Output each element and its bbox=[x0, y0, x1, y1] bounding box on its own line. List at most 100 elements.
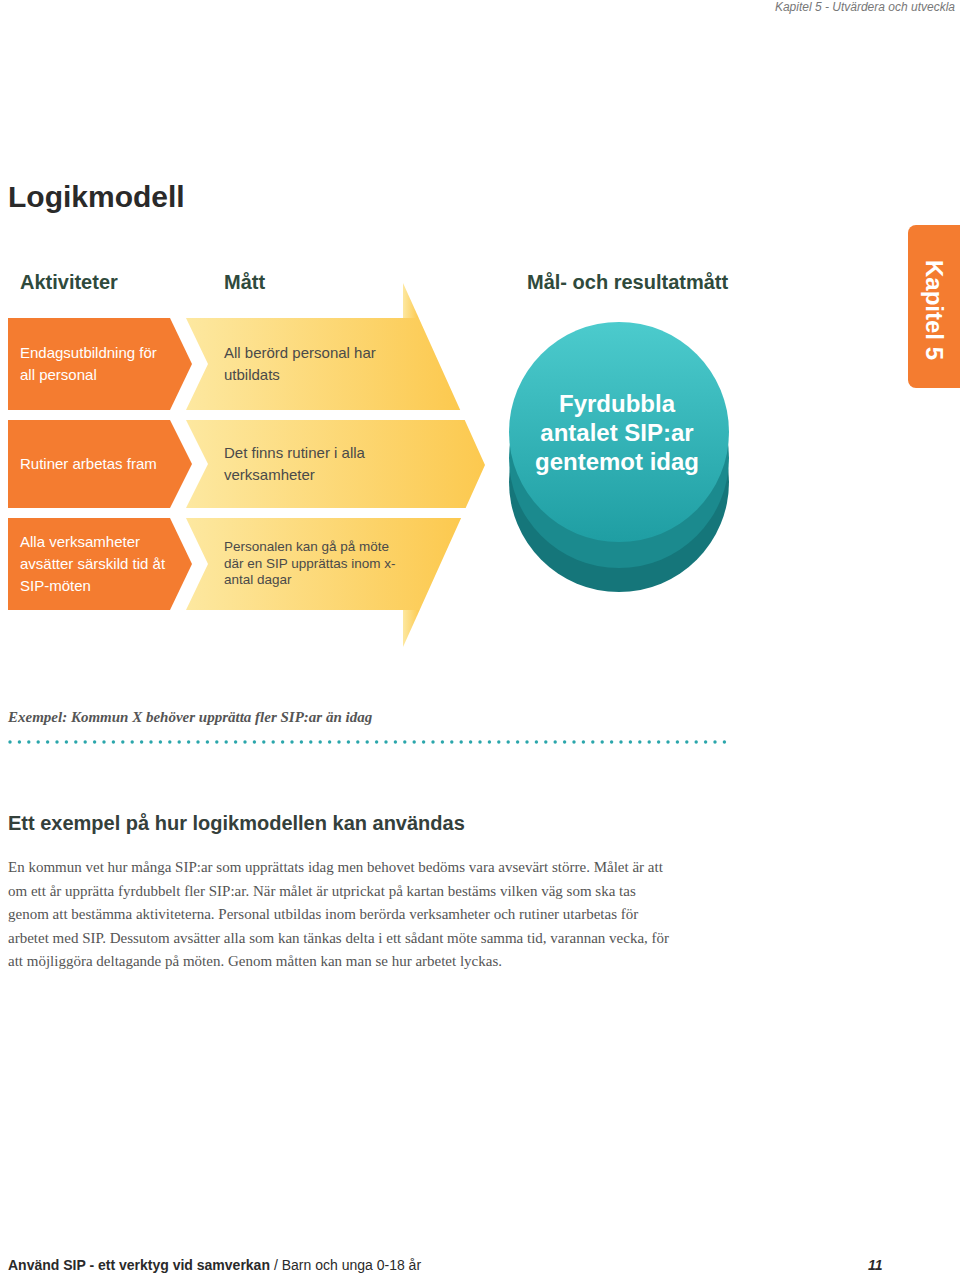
rule-dot bbox=[55, 740, 58, 743]
box-text: Endagsutbildning för all personal bbox=[20, 342, 174, 386]
rule-dot bbox=[497, 740, 500, 743]
arrow-shape bbox=[8, 420, 192, 508]
rule-dot bbox=[638, 740, 641, 743]
rule-dot bbox=[8, 740, 11, 743]
arrow-shape bbox=[403, 283, 419, 318]
measure-box: Personalen kan gå på möte där en SIP upp… bbox=[212, 518, 402, 610]
rule-dot bbox=[319, 740, 322, 743]
rule-dot bbox=[65, 740, 68, 743]
rule-dot bbox=[469, 740, 472, 743]
rule-dot bbox=[713, 740, 716, 743]
rule-dot bbox=[629, 740, 632, 743]
rule-dot bbox=[84, 740, 87, 743]
activity-box: Alla verksamheter avsätter särskild tid … bbox=[8, 518, 178, 610]
rule-dot bbox=[131, 740, 134, 743]
rule-dot bbox=[112, 740, 115, 743]
goal-text: Fyrdubbla antalet SIP:ar gentemot idag bbox=[528, 389, 706, 476]
rule-dot bbox=[695, 740, 698, 743]
goal-disc bbox=[509, 322, 729, 542]
box-text: Rutiner arbetas fram bbox=[20, 453, 157, 475]
rule-dot bbox=[328, 740, 331, 743]
rule-dot bbox=[572, 740, 575, 743]
rule-dot bbox=[215, 740, 218, 743]
rule-dot bbox=[657, 740, 660, 743]
text-label: / Barn och unga 0-18 år bbox=[274, 1257, 421, 1273]
activity-box: Endagsutbildning för all personal bbox=[8, 318, 178, 410]
rule-dot bbox=[309, 740, 312, 743]
rule-dot bbox=[723, 740, 726, 743]
rule-dot bbox=[196, 740, 199, 743]
rule-dot bbox=[159, 740, 162, 743]
rule-dot bbox=[582, 740, 585, 743]
rule-dot bbox=[384, 740, 387, 743]
rule-dot bbox=[478, 740, 481, 743]
rule-dot bbox=[93, 740, 96, 743]
rule-dot bbox=[610, 740, 613, 743]
rule-dot bbox=[243, 740, 246, 743]
text-label: Mått bbox=[224, 271, 265, 294]
rule-dot bbox=[262, 740, 265, 743]
rule-dot bbox=[300, 740, 303, 743]
rule-dot bbox=[347, 740, 350, 743]
arrow-shape bbox=[8, 518, 192, 610]
arrow-shape bbox=[8, 318, 192, 410]
page-title: Logikmodell bbox=[8, 180, 185, 214]
rule-dot bbox=[431, 740, 434, 743]
rule-dot bbox=[619, 740, 622, 743]
rule-dot bbox=[18, 740, 21, 743]
arrow-shape bbox=[186, 318, 460, 410]
rule-dot bbox=[102, 740, 105, 743]
measure-box: Det finns rutiner i alla verksamheter bbox=[212, 420, 402, 508]
rule-dot bbox=[290, 740, 293, 743]
rule-dot bbox=[591, 740, 594, 743]
rule-dot bbox=[525, 740, 528, 743]
rule-dot bbox=[366, 740, 369, 743]
measure-box: All berörd personal har utbildats bbox=[212, 318, 402, 410]
box-text: Personalen kan gå på möte där en SIP upp… bbox=[224, 539, 398, 590]
arrow-rows bbox=[8, 283, 485, 647]
rule-dot bbox=[121, 740, 124, 743]
rule-dot bbox=[676, 740, 679, 743]
rule-dot bbox=[140, 740, 143, 743]
rule-dot bbox=[178, 740, 181, 743]
arrow-shape bbox=[186, 420, 485, 508]
page-number: 11 bbox=[868, 1257, 883, 1273]
rule-dot bbox=[450, 740, 453, 743]
rule-dot bbox=[168, 740, 171, 743]
text-label: Använd SIP - ett verktyg vid samverkan bbox=[8, 1257, 270, 1273]
rule-dot bbox=[225, 740, 228, 743]
rule-dot bbox=[187, 740, 190, 743]
rule-dot bbox=[337, 740, 340, 743]
rule-dot bbox=[648, 740, 651, 743]
rule-dot bbox=[516, 740, 519, 743]
rule-dot bbox=[27, 740, 30, 743]
rule-dot bbox=[356, 740, 359, 743]
arrow-shape bbox=[403, 610, 420, 647]
rule-dot bbox=[554, 740, 557, 743]
rule-dot bbox=[685, 740, 688, 743]
rule-dot bbox=[403, 740, 406, 743]
box-text: All berörd personal har utbildats bbox=[224, 342, 398, 386]
rule-dot bbox=[704, 740, 707, 743]
rule-dot bbox=[601, 740, 604, 743]
arrow-shape bbox=[186, 518, 461, 610]
dotted-rule bbox=[8, 740, 726, 743]
rule-dot bbox=[460, 740, 463, 743]
rule-dot bbox=[535, 740, 538, 743]
rule-dot bbox=[234, 740, 237, 743]
text-label: En kommun vet hur många SIP:ar som upprä… bbox=[8, 856, 673, 974]
text-label: Mål- och resultatmått bbox=[527, 271, 728, 294]
activity-box: Rutiner arbetas fram bbox=[8, 420, 178, 508]
figure-caption: Exempel: Kommun X behöver upprätta fler … bbox=[8, 709, 372, 726]
rule-dot bbox=[46, 740, 49, 743]
rule-dot bbox=[149, 740, 152, 743]
rule-dot bbox=[281, 740, 284, 743]
rule-dot bbox=[206, 740, 209, 743]
rule-dot bbox=[394, 740, 397, 743]
box-text: Alla verksamheter avsätter särskild tid … bbox=[20, 531, 174, 597]
rule-dot bbox=[441, 740, 444, 743]
rule-dot bbox=[488, 740, 491, 743]
goal-circle: Fyrdubbla antalet SIP:ar gentemot idag bbox=[509, 322, 729, 542]
rule-dot bbox=[413, 740, 416, 743]
text-label: Aktiviteter bbox=[20, 271, 118, 294]
